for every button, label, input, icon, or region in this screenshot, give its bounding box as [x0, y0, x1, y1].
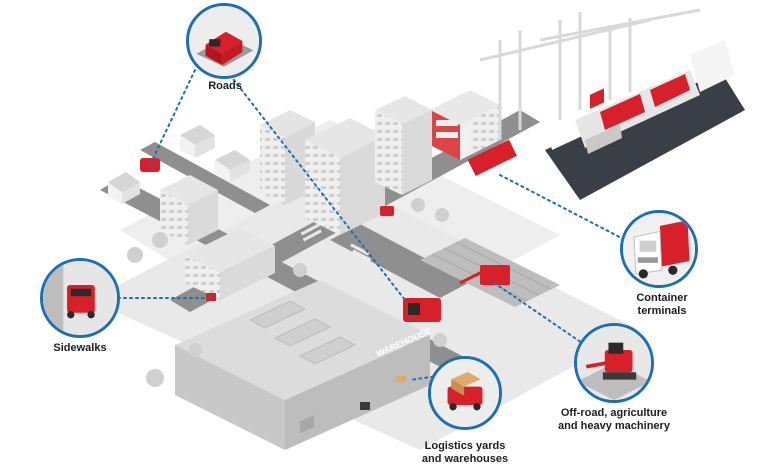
harvester-icon	[577, 326, 651, 400]
container-callout	[620, 210, 698, 288]
container-stacks	[430, 90, 500, 160]
gantry-cranes	[479, 8, 701, 140]
offroad-callout	[574, 323, 654, 403]
roads-label: Roads	[208, 80, 242, 92]
roads-callout	[186, 3, 262, 79]
sidewalks-callout	[40, 258, 120, 338]
warehouse-building	[175, 280, 430, 450]
offroad-label: Off-road, agriculture and heavy machiner…	[558, 407, 670, 432]
truck-icon	[623, 213, 695, 285]
scene-vehicles	[140, 139, 517, 410]
forklift-robot-icon	[431, 359, 499, 427]
sidewalk-robot-icon	[43, 261, 117, 335]
logistics-label: Logistics yards and warehouses	[421, 440, 509, 465]
office-towers	[160, 96, 432, 300]
trees	[127, 198, 449, 387]
crosswalks	[300, 223, 372, 262]
sidewalks-label: Sidewalks	[53, 342, 107, 354]
container-ship	[545, 40, 745, 200]
houses	[108, 125, 250, 204]
logistics-callout	[428, 356, 502, 430]
container-label: Container terminals	[636, 292, 688, 317]
delivery-robot-icon	[189, 6, 259, 76]
